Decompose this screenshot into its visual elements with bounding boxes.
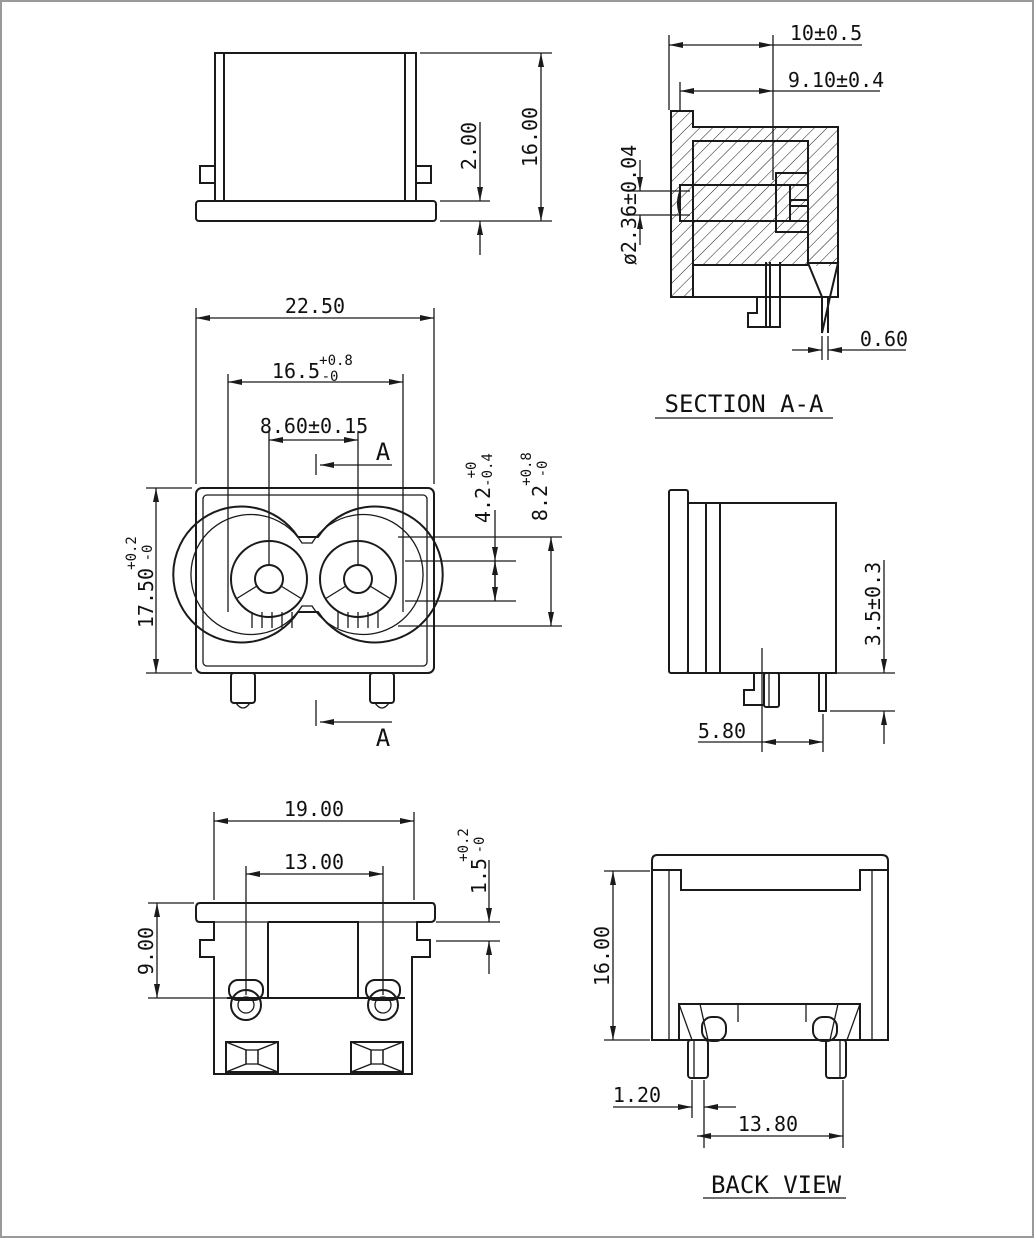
dim-1-5: 1.5 xyxy=(467,858,491,894)
dim-8-60: 8.60±0.15 xyxy=(260,414,368,438)
dim-8-2: 8.2 xyxy=(528,485,552,521)
dim-1-5-tol-dn: -0 xyxy=(472,837,488,854)
dim-16-5: 16.5 xyxy=(272,359,320,383)
dim-13-00: 13.00 xyxy=(284,850,344,874)
dim-9-00: 9.00 xyxy=(134,927,158,975)
dim-16-5-tol-dn: -0 xyxy=(322,369,339,385)
section-marker-a-top: A xyxy=(376,438,391,466)
dim-1-20: 1.20 xyxy=(613,1083,661,1107)
dim-17-50: 17.50 xyxy=(134,568,158,628)
dim-19-00: 19.00 xyxy=(284,797,344,821)
dim-8-2-tol-dn: -0 xyxy=(535,461,551,478)
socket-outline xyxy=(172,505,444,644)
dim-4-2-tol-dn: -0.4 xyxy=(480,453,496,487)
dim-22-50: 22.50 xyxy=(285,294,345,318)
front-body xyxy=(195,487,435,674)
dim-5-80: 5.80 xyxy=(698,719,746,743)
dim-8-2-tol-up: +0.8 xyxy=(519,452,535,486)
section-marker-a-bottom: A xyxy=(376,724,391,752)
dim-2-top: 2.00 xyxy=(457,122,481,170)
dim-9-10: 9.10±0.4 xyxy=(788,68,884,92)
dim-4-2: 4.2 xyxy=(471,487,495,523)
dim-0-60: 0.60 xyxy=(860,327,908,351)
dim-10: 10±0.5 xyxy=(790,21,862,45)
dim-1-5-tol-up: +0.2 xyxy=(456,828,472,862)
section-title: SECTION A-A xyxy=(665,390,824,418)
dim-16-5-tol-up: +0.8 xyxy=(319,353,353,369)
bottom-body xyxy=(195,902,436,1075)
back-view: 16.00 1.20 13.80 BACK VIEW xyxy=(590,854,889,1199)
dim-16-top: 16.00 xyxy=(518,107,542,167)
top-body xyxy=(214,52,417,202)
dim-4-2-tol-up: +0 xyxy=(464,462,480,479)
dim-16-back: 16.00 xyxy=(590,926,614,986)
top-view: 16.00 2.00 xyxy=(195,52,552,255)
side-view: 3.5±0.3 5.80 xyxy=(668,489,895,752)
dim-17-50-tol-up: +0.2 xyxy=(124,536,140,570)
back-view-title: BACK VIEW xyxy=(711,1171,842,1199)
dim-dia-2-36: ø2.36±0.04 xyxy=(617,145,641,265)
dim-13-80: 13.80 xyxy=(738,1112,798,1136)
top-flange xyxy=(195,200,437,222)
section-a-a: 10±0.5 9.10±0.4 ø2.36±0.04 0.60 SECTION … xyxy=(617,21,908,419)
back-body xyxy=(651,854,889,1041)
dim-3-5: 3.5±0.3 xyxy=(861,562,885,646)
front-view: 22.50 16.5 +0.8 -0 8.60±0.15 A A 4.2 +0 … xyxy=(124,294,562,752)
dim-17-50-tol-dn: -0 xyxy=(140,545,156,562)
bottom-view: 19.00 13.00 1.5 +0.2 -0 9.00 xyxy=(134,797,500,1075)
